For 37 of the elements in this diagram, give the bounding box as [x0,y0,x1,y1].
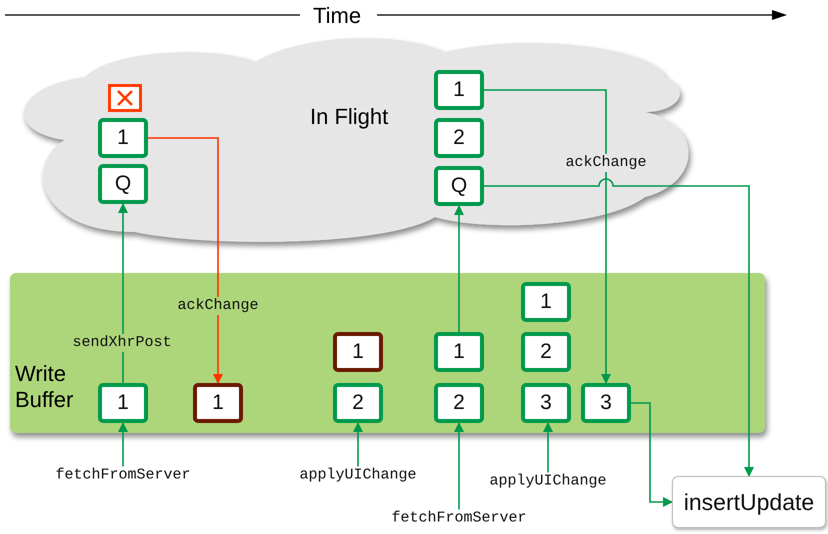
change-box: 1 [333,332,383,372]
arrow [484,178,754,477]
arrow [148,137,223,384]
change-box: 2 [333,383,383,423]
buffer-panel [10,273,765,433]
change-box: 1 [98,118,148,158]
change-box: 1 [434,70,484,110]
edge-label: ackChange [176,297,260,315]
arrow [484,89,611,384]
arrow [631,402,673,507]
group-title: Write Buffer [15,361,74,413]
arrow [454,422,464,510]
close-icon [108,84,142,112]
change-box: 1 [521,282,571,322]
change-box: 3 [581,383,631,423]
function-label: fetchFromServer [391,510,527,526]
edge-label: ackChange [564,154,648,172]
change-box: 1 [98,383,148,423]
change-box: 1 [193,383,243,423]
change-box: Q [434,166,484,206]
function-label: applyUIChange [489,472,607,490]
arrow [353,422,363,466]
change-box: Q [98,164,148,204]
arrow [454,205,464,332]
arrow [543,422,553,472]
axis-label: Time [313,3,362,29]
function-box: insertUpdate [672,476,826,528]
group-title: In Flight [310,104,388,130]
change-box: 3 [521,383,571,423]
change-box: 2 [434,118,484,158]
change-box: 2 [521,332,571,372]
function-label: applyUIChange [299,466,417,484]
arrow [118,422,128,466]
arrow [118,203,128,383]
change-box: 2 [434,383,484,423]
change-box: 1 [434,332,484,372]
function-label: fetchFromServer [55,466,191,484]
